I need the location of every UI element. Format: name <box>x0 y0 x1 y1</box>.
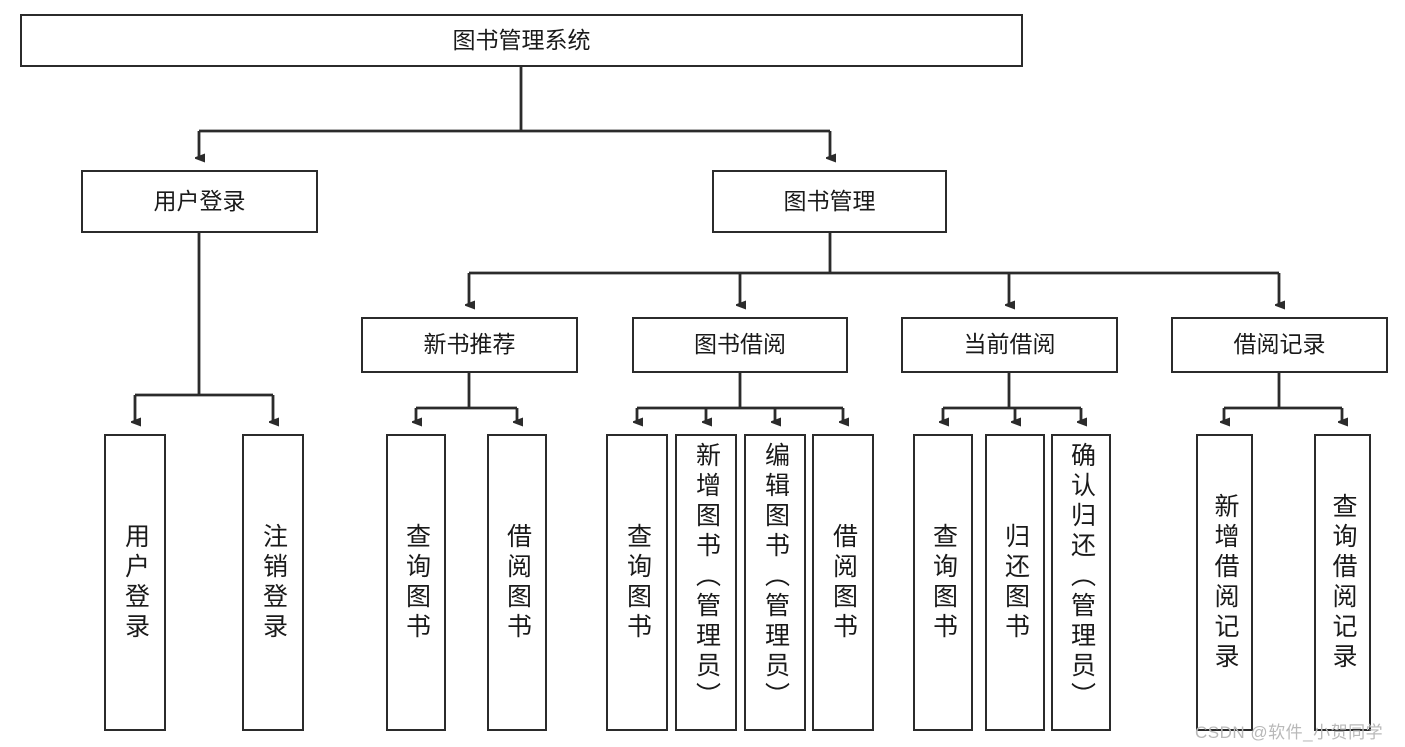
node-leaf-edit-book-admin[interactable]: 编辑图书（管理员） <box>744 434 806 731</box>
node-leaf-query-borrow-record-label: 查询借阅记录 <box>1329 492 1357 673</box>
node-current-borrow[interactable]: 当前借阅 <box>901 317 1118 373</box>
node-leaf-query-book-rec-label: 查询图书 <box>402 522 431 643</box>
node-leaf-borrow-book[interactable]: 借阅图书 <box>812 434 874 731</box>
node-new-book-recommend-label: 新书推荐 <box>423 331 516 358</box>
node-root-label: 图书管理系统 <box>452 26 591 53</box>
node-leaf-add-borrow-record[interactable]: 新增借阅记录 <box>1196 434 1253 731</box>
node-leaf-edit-book-admin-label: 编辑图书（管理员） <box>761 442 790 712</box>
node-current-borrow-label: 当前借阅 <box>963 331 1056 358</box>
node-leaf-confirm-return-admin-label: 确认归还（管理员） <box>1067 442 1096 712</box>
node-leaf-query-borrow-record[interactable]: 查询借阅记录 <box>1314 434 1371 731</box>
node-borrow-record-label: 借阅记录 <box>1233 331 1326 358</box>
node-leaf-borrow-book-rec-label: 借阅图书 <box>503 522 532 643</box>
node-book-management[interactable]: 图书管理 <box>712 170 947 233</box>
node-leaf-return-book-label: 归还图书 <box>1001 522 1030 643</box>
node-leaf-query-book[interactable]: 查询图书 <box>606 434 668 731</box>
node-leaf-confirm-return-admin[interactable]: 确认归还（管理员） <box>1051 434 1111 731</box>
node-leaf-user-logout-label: 注销登录 <box>259 522 288 643</box>
node-leaf-user-login[interactable]: 用户登录 <box>104 434 166 731</box>
node-leaf-query-book-rec[interactable]: 查询图书 <box>386 434 446 731</box>
node-leaf-user-login-label: 用户登录 <box>121 522 150 643</box>
node-book-management-label: 图书管理 <box>783 187 876 214</box>
node-leaf-borrow-book-rec[interactable]: 借阅图书 <box>487 434 547 731</box>
node-leaf-borrow-book-label: 借阅图书 <box>829 522 858 643</box>
node-leaf-user-logout[interactable]: 注销登录 <box>242 434 304 731</box>
node-leaf-query-book-cur[interactable]: 查询图书 <box>913 434 973 731</box>
node-leaf-query-book-label: 查询图书 <box>623 522 652 643</box>
node-new-book-recommend[interactable]: 新书推荐 <box>361 317 578 373</box>
node-borrow-record[interactable]: 借阅记录 <box>1171 317 1388 373</box>
node-leaf-add-book-admin-label: 新增图书（管理员） <box>692 442 721 712</box>
node-user-login[interactable]: 用户登录 <box>81 170 318 233</box>
node-leaf-query-book-cur-label: 查询图书 <box>929 522 958 643</box>
node-user-login-label: 用户登录 <box>153 187 246 214</box>
node-book-borrow-label: 图书借阅 <box>694 331 786 358</box>
node-leaf-add-borrow-record-label: 新增借阅记录 <box>1211 492 1239 673</box>
node-leaf-add-book-admin[interactable]: 新增图书（管理员） <box>675 434 737 731</box>
node-leaf-return-book[interactable]: 归还图书 <box>985 434 1045 731</box>
csdn-watermark: CSDN @软件_小贺同学 <box>1195 723 1384 742</box>
node-root[interactable]: 图书管理系统 <box>20 14 1023 67</box>
node-book-borrow[interactable]: 图书借阅 <box>632 317 848 373</box>
